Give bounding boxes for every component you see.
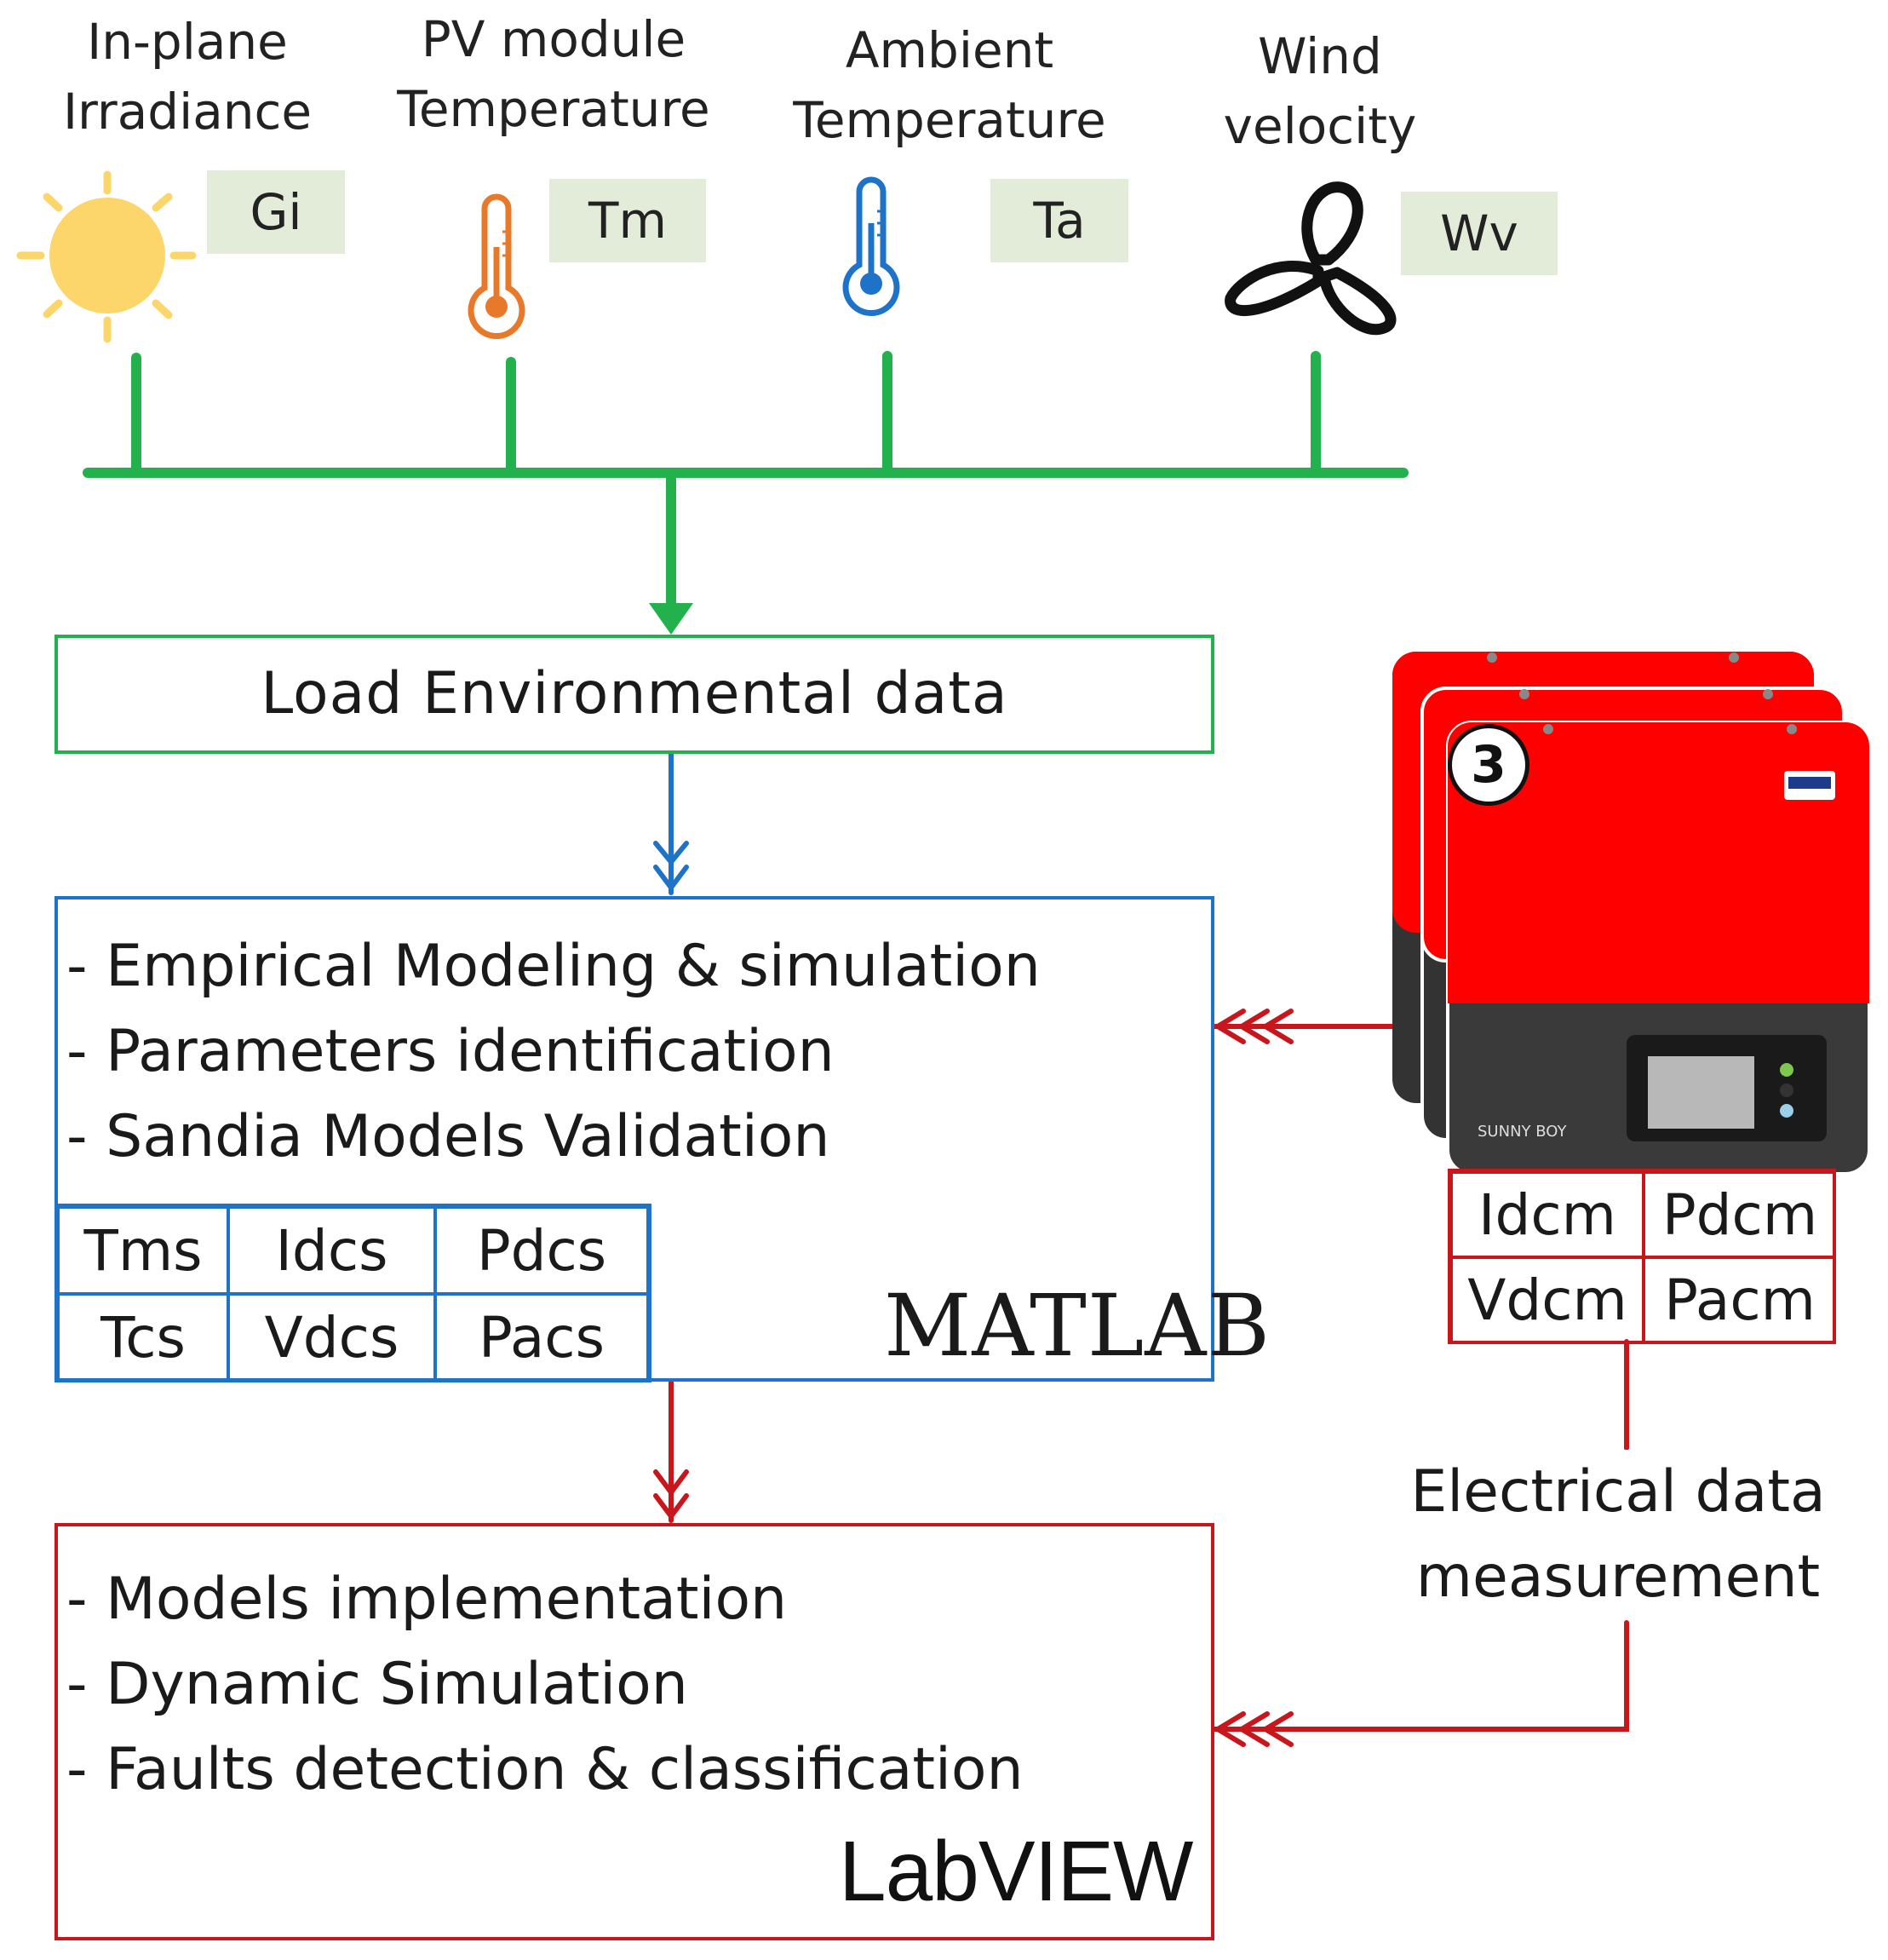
sensor-title-ambient-temperature: Ambient Temperature bbox=[793, 21, 1106, 149]
matlab-task-list: - Empirical Modeling & simulation - Para… bbox=[66, 924, 1041, 1180]
cell-tms: Tms bbox=[58, 1207, 228, 1294]
task-models-implementation: - Models implementation bbox=[66, 1566, 788, 1633]
cell-pdcm: Pdcm bbox=[1644, 1172, 1836, 1257]
labview-implementation-box bbox=[55, 1523, 1214, 1940]
symbol-ta: Ta bbox=[990, 179, 1128, 262]
cell-pacm: Pacm bbox=[1644, 1257, 1836, 1342]
bus-arrowhead bbox=[649, 603, 693, 635]
inverter-icon bbox=[1392, 652, 1871, 1175]
symbol-wv: Wv bbox=[1401, 192, 1558, 275]
cell-pacs: Pacs bbox=[435, 1294, 648, 1381]
load-environmental-data-box: Load Environmental data bbox=[55, 635, 1214, 754]
matlab-to-labview-arrow bbox=[653, 1377, 689, 1523]
measured-variables-table: Idcm Pdcm Vdcm Pacm bbox=[1448, 1169, 1836, 1344]
task-sandia-validation: - Sandia Models Validation bbox=[66, 1103, 830, 1170]
labview-task-list: - Models implementation - Dynamic Simula… bbox=[66, 1557, 1024, 1813]
matlab-logo-text: MATLAB bbox=[884, 1276, 1271, 1376]
sensor-title-wind-velocity: Wind velocity bbox=[1223, 27, 1417, 155]
labview-logo-text: LabVIEW bbox=[839, 1824, 1193, 1919]
thermometer-icon bbox=[842, 176, 900, 316]
cell-vdcm: Vdcm bbox=[1451, 1257, 1644, 1342]
task-dynamic-simulation: - Dynamic Simulation bbox=[66, 1651, 688, 1718]
inverter-to-matlab-arrow bbox=[1211, 1009, 1399, 1044]
load-to-matlab-arrow bbox=[653, 750, 689, 895]
cell-vdcs: Vdcs bbox=[228, 1294, 435, 1381]
cell-pdcs: Pdcs bbox=[435, 1207, 648, 1294]
sensor-title-irradiance: In-plane Irradiance bbox=[62, 13, 313, 141]
measurement-to-labview-arrow bbox=[1211, 1339, 1629, 1747]
fan-icon bbox=[1225, 181, 1397, 336]
environmental-bus bbox=[83, 351, 1409, 618]
matlab-modeling-box bbox=[55, 896, 1214, 1382]
simulated-variables-table: Tms Idcs Pdcs Tcs Vdcs Pacs bbox=[55, 1204, 651, 1382]
sun-icon bbox=[16, 170, 197, 343]
inverter-count-badge: 3 bbox=[1448, 724, 1529, 806]
symbol-tm: Tm bbox=[549, 179, 706, 262]
task-faults-detection: - Faults detection & classification bbox=[66, 1736, 1024, 1803]
thermometer-icon bbox=[468, 193, 525, 339]
inverter-brand-label: SUNNY BOY bbox=[1478, 1123, 1567, 1141]
symbol-gi: Gi bbox=[207, 170, 345, 254]
task-empirical-modeling: - Empirical Modeling & simulation bbox=[66, 933, 1041, 1000]
cell-tcs: Tcs bbox=[58, 1294, 228, 1381]
task-parameters-identification: - Parameters identification bbox=[66, 1018, 835, 1085]
cell-idcm: Idcm bbox=[1451, 1172, 1644, 1257]
sensor-title-module-temperature: PV module Temperature bbox=[397, 10, 710, 138]
cell-idcs: Idcs bbox=[228, 1207, 435, 1294]
electrical-data-measurement-label: Electrical data measurement bbox=[1397, 1450, 1839, 1620]
